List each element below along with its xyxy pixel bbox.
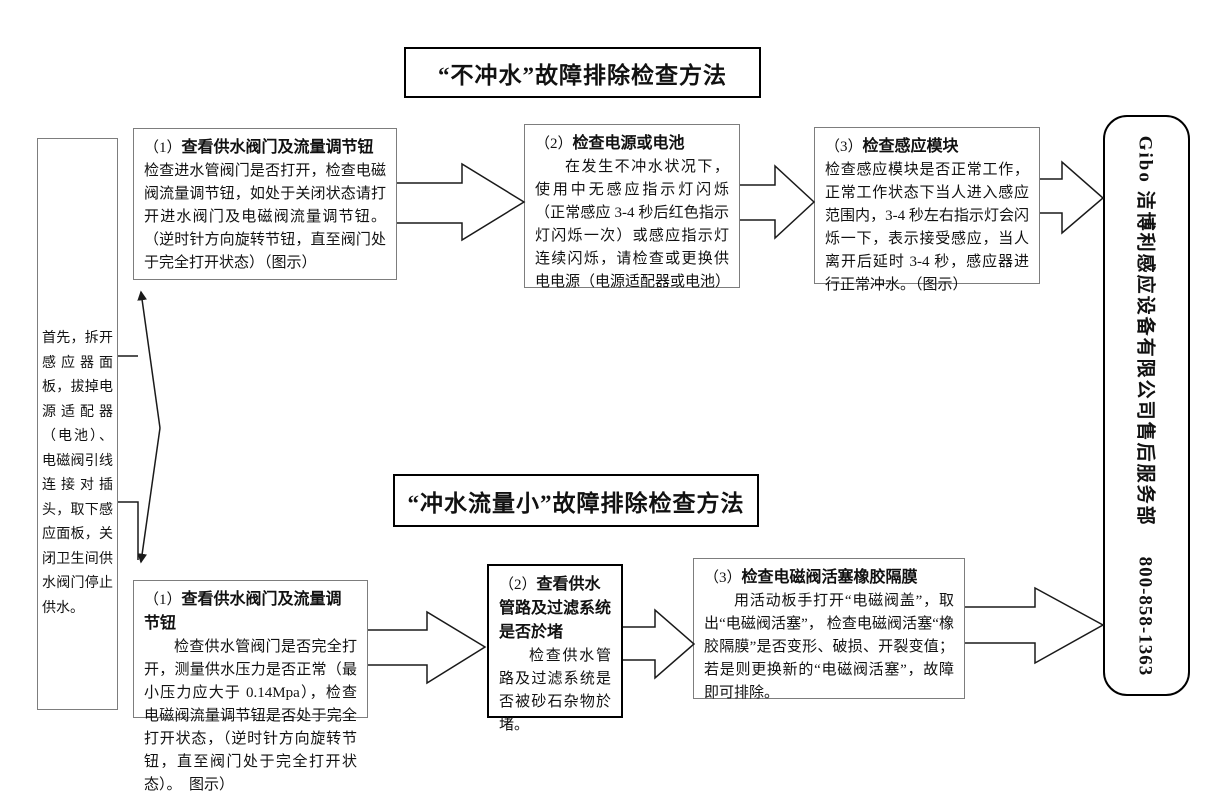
prep-box-lower-tick <box>118 501 139 560</box>
arrow-no-flush-step2-to-step3 <box>740 164 816 240</box>
service-phone-number: 800-858-1363 <box>1134 556 1155 676</box>
step-box-low-flow-1: （1）查看供水阀门及流量调节钮 检查供水管阀门是否完全打开，测量供水压力是否正常… <box>133 580 368 793</box>
step-heading: （3）检查电磁阀活塞橡胶隔膜 <box>704 566 954 590</box>
step-title: 查看供水管路及过滤系统是否於堵 <box>499 576 612 641</box>
step-body: 检查感应模块是否正常工作，正常工作状态下当人进入感应范围内，3-4 秒左右指示灯… <box>825 162 1029 293</box>
preparation-note-text: 首先，拆开感应器面板，拔掉电源适配器（电池）、电磁阀引线连接对插头，取下感应面板… <box>42 331 113 616</box>
step-box-no-flush-3: （3）检查感应模块 检查感应模块是否正常工作，正常工作状态下当人进入感应范围内，… <box>814 127 1040 293</box>
step-body: 在发生不冲水状况下，使用中无感应指示灯闪烁（正常感应 3-4 秒后红色指示灯闪烁… <box>535 159 731 290</box>
step-heading: （2）查看供水管路及过滤系统是否於堵 <box>499 573 611 645</box>
section-title-no-flush: “不冲水”故障排除检查方法 <box>404 47 761 98</box>
step-body: 检查进水管阀门是否打开，检查电磁阀流量调节钮，如处于关闭状态请打开进水阀门及电磁… <box>144 163 386 271</box>
step-title: 检查电源或电池 <box>572 135 685 152</box>
company-name: Gibo 洁博利感应设备有限公司售后服务部 <box>1134 135 1155 527</box>
branch-line-to-low-flow-row <box>137 427 161 564</box>
preparation-note-box: 首先，拆开感应器面板，拔掉电源适配器（电池）、电磁阀引线连接对插头，取下感应面板… <box>37 138 118 710</box>
arrow-low-flow-step2-to-step3 <box>623 608 696 680</box>
step-box-low-flow-2: （2）查看供水管路及过滤系统是否於堵 检查供水管路及过滤系统是否被砂石杂物於堵。 <box>487 564 623 733</box>
after-sales-service-box: Gibo 洁博利感应设备有限公司售后服务部 800-858-1363 <box>1103 115 1190 696</box>
section-title-low-flow: “冲水流量小”故障排除检查方法 <box>393 474 759 527</box>
step-title: 查看供水阀门及流量调节钮 <box>144 591 342 632</box>
step-number: （3） <box>825 139 863 155</box>
step-heading: （3）检查感应模块 <box>825 135 1029 159</box>
step-body: 检查供水管阀门是否完全打开，测量供水压力是否正常（最小压力应大于 0.14Mpa… <box>144 639 357 793</box>
arrow-no-flush-step1-to-step2 <box>397 162 526 242</box>
arrow-no-flush-step3-to-service <box>1040 160 1105 235</box>
arrow-low-flow-step1-to-step2 <box>368 610 487 685</box>
step-title: 检查感应模块 <box>862 138 959 155</box>
step-heading: （1）查看供水阀门及流量调节钮 <box>144 136 386 160</box>
section-title-low-flow-text: “冲水流量小”故障排除检查方法 <box>407 490 745 516</box>
branch-line-to-no-flush-row <box>137 290 161 429</box>
step-number: （1） <box>144 140 182 156</box>
step-body: 检查供水管路及过滤系统是否被砂石杂物於堵。 <box>499 648 611 733</box>
flowchart-canvas: “不冲水”故障排除检查方法 “冲水流量小”故障排除检查方法 首先，拆开感应器面板… <box>37 47 1190 793</box>
step-box-no-flush-1: （1）查看供水阀门及流量调节钮 检查进水管阀门是否打开，检查电磁阀流量调节钮，如… <box>133 128 397 280</box>
step-number: （1） <box>144 592 182 608</box>
step-box-no-flush-2: （2）检查电源或电池 在发生不冲水状况下，使用中无感应指示灯闪烁（正常感应 3-… <box>524 124 740 290</box>
step-body: 用活动板手打开“电磁阀盖”，取出“电磁阀活塞”， 检查电磁阀活塞“橡胶隔膜”是否… <box>704 593 954 701</box>
step-box-low-flow-3: （3）检查电磁阀活塞橡胶隔膜 用活动板手打开“电磁阀盖”，取出“电磁阀活塞”， … <box>693 558 965 701</box>
after-sales-service-text: Gibo 洁博利感应设备有限公司售后服务部 800-858-1363 <box>1133 118 1160 693</box>
section-title-no-flush-text: “不冲水”故障排除检查方法 <box>438 62 727 88</box>
arrow-low-flow-step3-to-service <box>965 586 1105 665</box>
step-number: （2） <box>499 577 537 593</box>
step-title: 检查电磁阀活塞橡胶隔膜 <box>741 569 918 586</box>
step-heading: （2）检查电源或电池 <box>535 132 729 156</box>
step-title: 查看供水阀门及流量调节钮 <box>181 139 374 156</box>
step-number: （2） <box>535 136 573 152</box>
step-heading: （1）查看供水阀门及流量调节钮 <box>144 588 357 636</box>
step-number: （3） <box>704 570 742 586</box>
